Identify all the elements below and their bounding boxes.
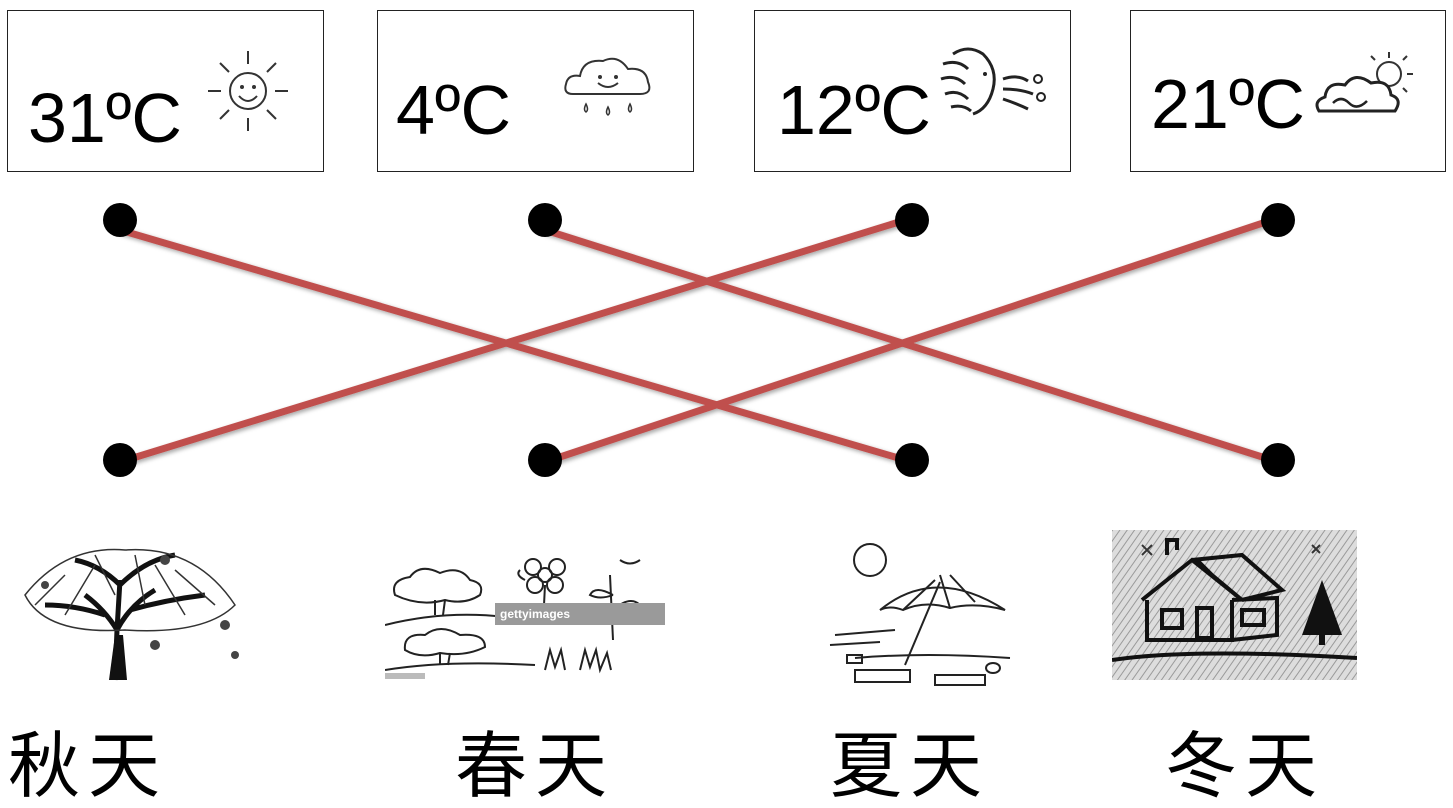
temperature-card-31: 31ºC <box>7 10 324 172</box>
temperature-label: 4ºC <box>396 71 512 149</box>
season-label-summer: 夏天 <box>830 724 991 808</box>
connection-line-31-summer <box>116 226 916 466</box>
temperature-card-21: 21ºC <box>1130 10 1446 172</box>
winter-house-image <box>1112 530 1357 680</box>
top-dot-1 <box>103 203 137 237</box>
season-label-spring: 春天 <box>455 724 616 808</box>
bottom-dot-4 <box>1261 443 1295 477</box>
temperature-label: 21ºC <box>1151 65 1305 143</box>
rain-cloud-icon <box>564 57 651 116</box>
temperature-label: 12ºC <box>777 71 931 149</box>
sun-icon <box>208 51 288 131</box>
autumn-tree-image <box>24 548 239 681</box>
connection-line-12-autumn <box>116 214 916 466</box>
bottom-dot-3 <box>895 443 929 477</box>
spring-flowers-image: gettyimages <box>385 558 665 679</box>
temperature-label: 31ºC <box>28 79 182 157</box>
temperature-card-4: 4ºC <box>377 10 694 172</box>
summer-beach-image <box>829 543 1011 686</box>
connection-line-21-spring <box>541 214 1282 466</box>
top-dot-2 <box>528 203 562 237</box>
season-label-autumn: 秋天 <box>8 724 169 808</box>
bottom-dot-1 <box>103 443 137 477</box>
svg-text:gettyimages: gettyimages <box>500 607 570 621</box>
connection-line-4-winter <box>541 226 1282 466</box>
temperature-card-12: 12ºC <box>754 10 1071 172</box>
top-dot-3 <box>895 203 929 237</box>
wind-face-icon <box>940 47 1046 116</box>
season-label-winter: 冬天 <box>1165 724 1326 808</box>
sun-behind-cloud-icon <box>1315 52 1413 113</box>
top-dot-4 <box>1261 203 1295 237</box>
bottom-dot-2 <box>528 443 562 477</box>
